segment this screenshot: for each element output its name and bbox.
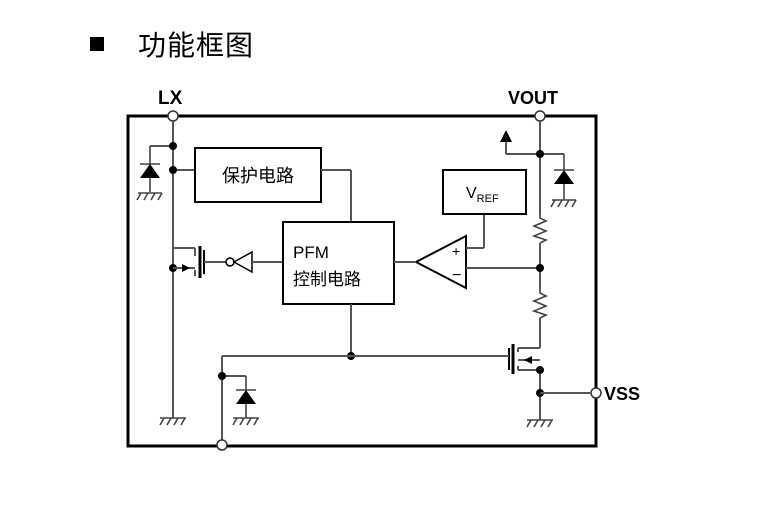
lx-zener-diode: [140, 146, 160, 192]
vss-label: VSS: [604, 384, 640, 404]
lx-ground-icon: [159, 417, 186, 426]
vout-zener-diode: [554, 154, 574, 200]
pfm-label-line1: PFM: [293, 243, 329, 262]
vout-diode-ground-icon: [550, 199, 577, 208]
lx-wiring: [150, 121, 195, 418]
ce-node-wiring: [216, 356, 246, 451]
lx-diode-ground-icon: [136, 192, 163, 201]
vref-label: VREF: [466, 185, 499, 205]
comparator: + −: [394, 214, 540, 290]
ce-ground-icon: [232, 417, 259, 426]
black-square-icon: [90, 37, 104, 51]
chip-outline: [126, 114, 598, 448]
vss-pin: VSS: [540, 384, 640, 404]
pfm-control-block: PFM 控制电路: [282, 221, 395, 360]
vout-wiring: [500, 121, 564, 348]
feedback-resistor-lower: [531, 290, 549, 319]
inverter-gate: [225, 250, 283, 274]
comparator-minus: −: [452, 267, 461, 284]
vout-pin: VOUT: [508, 88, 558, 122]
protection-circuit-block: 保护电路: [194, 147, 352, 222]
vref-block: VREF: [442, 169, 527, 215]
ce-zener-diode: [236, 376, 256, 418]
pfm-label-line2: 控制电路: [293, 270, 361, 290]
feedback-resistor-upper: [531, 215, 549, 244]
vout-label: VOUT: [508, 88, 558, 108]
comparator-plus: +: [452, 243, 460, 259]
vss-ground-icon: [526, 419, 553, 428]
page-heading: 功能框图: [90, 24, 254, 64]
shutdown-nmos-transistor: [222, 344, 544, 420]
page-title: 功能框图: [138, 29, 255, 62]
lx-label: LX: [158, 88, 183, 109]
protection-label: 保护电路: [222, 166, 294, 187]
power-nmos-transistor: [173, 246, 226, 278]
